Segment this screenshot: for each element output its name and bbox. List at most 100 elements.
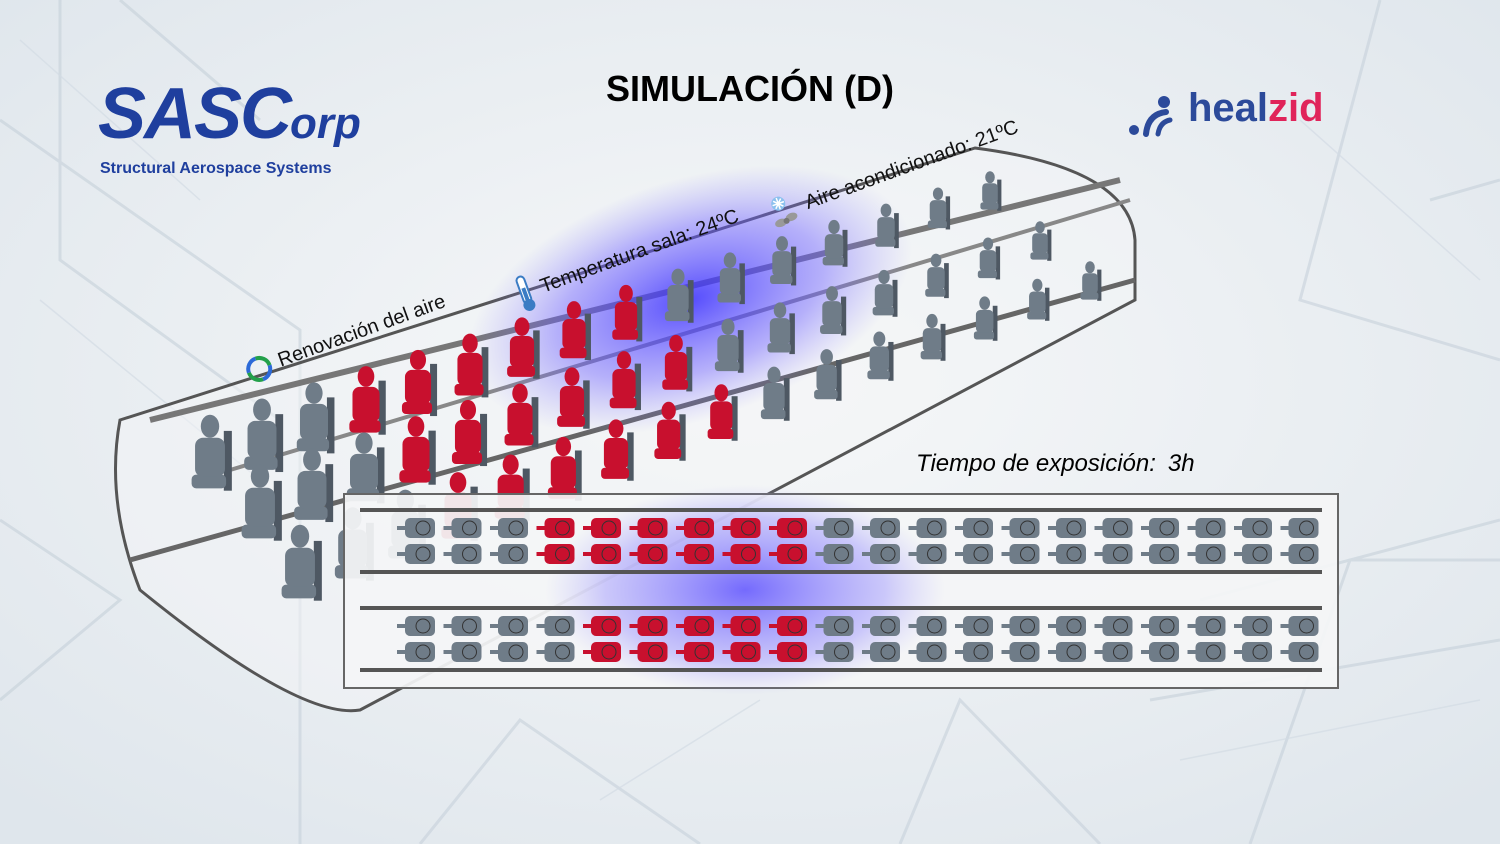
passenger-3d: [241, 464, 282, 541]
passenger-3d: [1030, 221, 1052, 261]
bottom-row-seat: [1234, 616, 1272, 636]
fan-snowflake-icon: [771, 196, 798, 228]
bottom-row-seat: [1094, 642, 1133, 662]
passenger-3d: [1080, 261, 1102, 301]
sasc-logo-subtitle: Structural Aerospace Systems: [100, 160, 332, 177]
passenger-3d: [714, 318, 744, 373]
bottom-row-seat: [629, 642, 668, 662]
healzid-mark-icon: [1129, 96, 1173, 137]
sasc-logo-main: SASCorp: [98, 78, 361, 160]
top-row-seat: [536, 518, 575, 538]
passenger-3d: [664, 268, 694, 323]
bottom-row-seat: [769, 616, 807, 636]
top-row-seat: [490, 544, 528, 564]
bottom-row-seat: [676, 642, 714, 662]
top-row-seat: [1141, 518, 1179, 538]
passenger-3d: [612, 284, 643, 342]
top-row-seat: [722, 544, 761, 564]
top-row-seat: [1280, 544, 1319, 564]
passenger-3d: [973, 296, 998, 341]
label-temperatura: Temperatura sala: 24ºC: [510, 197, 745, 315]
bottom-row-seat: [583, 642, 621, 662]
bottom-row-seat: [1001, 616, 1040, 636]
passenger-3d: [349, 366, 386, 435]
top-row-seat: [1048, 544, 1086, 564]
top-row-seat: [490, 518, 528, 538]
passenger-3d: [401, 349, 438, 417]
bottom-row-seat: [1187, 616, 1226, 636]
passenger-3d: [507, 317, 540, 379]
top-row-seat: [1280, 518, 1319, 538]
bottom-row-seat: [1141, 642, 1179, 662]
top-row-seat: [397, 544, 435, 564]
passenger-3d: [867, 331, 894, 381]
bottom-row-seat: [908, 616, 947, 636]
recycle-arrows-icon: [246, 356, 273, 382]
top-row-seat: [1048, 518, 1086, 538]
top-row-seat: [908, 518, 947, 538]
passenger-3d: [717, 252, 745, 305]
passenger-3d: [662, 334, 693, 392]
top-row-seat: [815, 518, 854, 538]
passenger-3d: [820, 286, 847, 336]
top-row-seat: [815, 544, 854, 564]
bottom-row-seat: [1094, 616, 1133, 636]
bottom-row-seat: [536, 616, 575, 636]
top-row-seat: [676, 544, 714, 564]
sasc-logo: SASCorp Structural Aerospace Systems: [98, 78, 378, 188]
bottom-row-seat: [815, 642, 854, 662]
bottom-row-seat: [1001, 642, 1040, 662]
passenger-3d: [559, 301, 591, 361]
bottom-row-seat: [862, 616, 900, 636]
top-row-seat: [443, 518, 482, 538]
top-row-seat: [908, 544, 947, 564]
label-renovacion: Renovación del aire: [240, 287, 450, 388]
passenger-3d: [1027, 278, 1050, 321]
passenger-3d: [504, 383, 539, 448]
top-row-seat: [536, 544, 575, 564]
bottom-row-seat: [629, 616, 668, 636]
passenger-3d: [977, 237, 1001, 280]
top-row-seat: [676, 518, 714, 538]
bottom-row-seat: [862, 642, 900, 662]
top-row-seat: [1234, 518, 1272, 538]
passenger-3d: [399, 416, 436, 485]
thermometer-icon: [515, 275, 536, 311]
bottom-row-seat: [536, 642, 575, 662]
top-row-seat: [1187, 544, 1226, 564]
bottom-row-seat: [1280, 642, 1319, 662]
seat-rows-top: [397, 518, 1319, 564]
passenger-3d: [822, 219, 848, 267]
passenger-3d: [980, 171, 1002, 211]
sasc-logo-big: SASC: [98, 74, 292, 154]
bottom-row-seat: [676, 616, 714, 636]
passenger-3d: [294, 448, 334, 523]
passenger-3d: [451, 399, 488, 467]
passenger-3d: [875, 203, 899, 249]
top-row-seat: [1094, 518, 1133, 538]
bottom-row-seat: [443, 642, 482, 662]
bottom-row-seat: [1141, 616, 1179, 636]
bottom-row-seat: [1280, 616, 1319, 636]
bottom-row-seat: [955, 642, 993, 662]
passenger-3d: [296, 382, 335, 454]
seat-map-rails: [360, 508, 1322, 672]
passenger-3d: [191, 414, 232, 491]
top-row-seat: [862, 518, 900, 538]
healzid-logo: healzid: [1126, 86, 1366, 146]
passenger-3d: [925, 253, 949, 299]
bottom-row-seat: [490, 616, 528, 636]
top-row-seat: [1187, 518, 1226, 538]
healzid-logo-text: healzid: [1188, 86, 1324, 131]
top-row-seat: [955, 544, 993, 564]
top-row-seat: [769, 518, 807, 538]
seat-rows-bottom: [397, 616, 1319, 662]
page-title: SIMULACIÓN (D): [606, 68, 894, 109]
top-row-seat: [955, 518, 993, 538]
passenger-3d: [654, 401, 686, 461]
passenger-3d: [920, 313, 946, 361]
passenger-3d: [707, 384, 738, 441]
top-row-seat: [583, 544, 621, 564]
passenger-3d: [281, 524, 322, 601]
